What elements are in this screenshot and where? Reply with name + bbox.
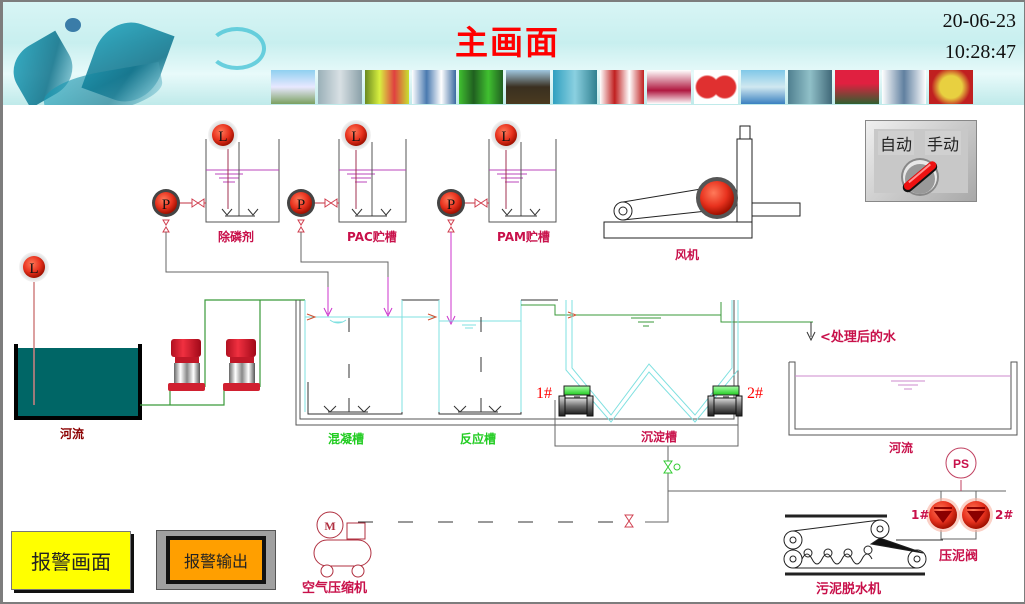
raw-water-pipes — [140, 299, 305, 406]
label-valve-1: 1# — [536, 385, 552, 402]
label-valve-2: 2# — [747, 385, 763, 402]
banner-photo — [882, 70, 926, 104]
blower[interactable] — [603, 125, 801, 239]
alarm-screen-button[interactable]: 报警画面 — [11, 531, 131, 590]
sludge-valve-2[interactable] — [707, 385, 743, 417]
sludge-pipes — [358, 446, 1006, 541]
svg-text:P: P — [447, 197, 455, 213]
manual-label: 手动 — [925, 131, 962, 155]
sludge-dewatering-machine[interactable] — [783, 514, 927, 576]
process-diagram: L L L P P P — [14, 120, 1018, 578]
level-indicator-river[interactable]: L — [19, 252, 49, 282]
banner-photo — [929, 70, 973, 104]
banner-photo — [835, 70, 879, 104]
banner-decoration-splash — [208, 27, 266, 70]
date-display: 20-06-23 — [942, 10, 1016, 32]
svg-text:M: M — [324, 519, 335, 533]
press-valve-1[interactable] — [926, 498, 960, 532]
svg-text:L: L — [218, 129, 227, 145]
label-sedimentation-tank: 沉淀槽 — [641, 430, 678, 444]
banner-photo — [459, 70, 503, 104]
svg-text:L: L — [351, 129, 360, 145]
banner-photo — [788, 70, 832, 104]
svg-text:P: P — [162, 197, 170, 213]
dosing-pipes — [165, 232, 456, 326]
level-indicator-phosphorus[interactable]: L — [208, 120, 238, 150]
svg-text:L: L — [501, 129, 510, 145]
label-reaction-tank: 反应槽 — [460, 432, 497, 446]
river-outlet-tank — [788, 361, 1018, 436]
svg-text:L: L — [29, 261, 38, 277]
label-blower: 风机 — [675, 248, 700, 262]
banner-photo — [553, 70, 597, 104]
page-title: 主画面 — [455, 23, 560, 62]
banner-photo — [506, 70, 550, 104]
dosing-tank-phosphorus — [205, 139, 280, 223]
label-pac-tank: PAC贮槽 — [347, 230, 397, 244]
dosing-tank-pam — [488, 139, 557, 223]
dosing-tank-pac — [338, 139, 407, 223]
level-indicator-pam[interactable]: L — [491, 120, 521, 150]
alarm-output-label: 报警输出 — [166, 536, 266, 584]
reaction-tank — [403, 300, 522, 413]
press-valve-2[interactable] — [959, 498, 993, 532]
label-river-outlet: 河流 — [889, 441, 914, 455]
banner-photo — [318, 70, 362, 104]
banner-photo-strip — [271, 70, 973, 104]
banner-photo — [600, 70, 644, 104]
level-indicator-pac[interactable]: L — [341, 120, 371, 150]
label-treated-water: <处理后的水 — [820, 330, 896, 345]
coagulation-tank — [295, 299, 739, 426]
selector-knob-icon — [901, 158, 939, 196]
label-pam-tank: PAM贮槽 — [497, 230, 550, 244]
river-source-tank — [14, 282, 142, 420]
sedimentation-tank — [521, 299, 816, 447]
banner-decoration-drop — [65, 18, 81, 32]
time-display: 10:28:47 — [944, 41, 1016, 63]
label-press-valve-1: 1# — [911, 508, 930, 522]
dosing-pump-phosphorus[interactable]: P — [152, 189, 206, 233]
header-banner: 主画面 20-06-23 10:28:47 — [3, 2, 1024, 105]
label-air-compressor: 空气压缩机 — [302, 581, 368, 596]
banner-photo — [647, 70, 691, 104]
auto-manual-switch[interactable]: 自动 手动 — [865, 120, 977, 202]
label-river-source: 河流 — [60, 427, 85, 441]
pressure-switch[interactable]: PS — [945, 447, 977, 479]
label-sludge-press-valve: 压泥阀 — [939, 549, 979, 564]
label-press-valve-2: 2# — [995, 508, 1014, 522]
lift-pump-2[interactable] — [223, 339, 260, 391]
label-sludge-dewatering-machine: 污泥脱水机 — [816, 582, 882, 597]
banner-photo — [271, 70, 315, 104]
dosing-pump-pam[interactable]: P — [437, 189, 489, 233]
auto-label: 自动 — [878, 131, 915, 155]
dosing-pump-pac[interactable]: P — [287, 189, 339, 233]
air-compressor[interactable]: M — [313, 511, 372, 578]
sludge-valve-1[interactable] — [558, 385, 594, 417]
banner-photo — [694, 70, 738, 104]
alarm-output-button[interactable]: 报警输出 — [156, 530, 276, 590]
svg-text:PS: PS — [953, 457, 969, 471]
lift-pump-1[interactable] — [168, 339, 205, 391]
banner-photo — [412, 70, 456, 104]
banner-photo — [365, 70, 409, 104]
svg-text:P: P — [297, 197, 305, 213]
banner-photo — [741, 70, 785, 104]
label-phosphorus-remover: 除磷剂 — [218, 230, 255, 244]
label-coagulation-tank: 混凝槽 — [328, 432, 365, 446]
